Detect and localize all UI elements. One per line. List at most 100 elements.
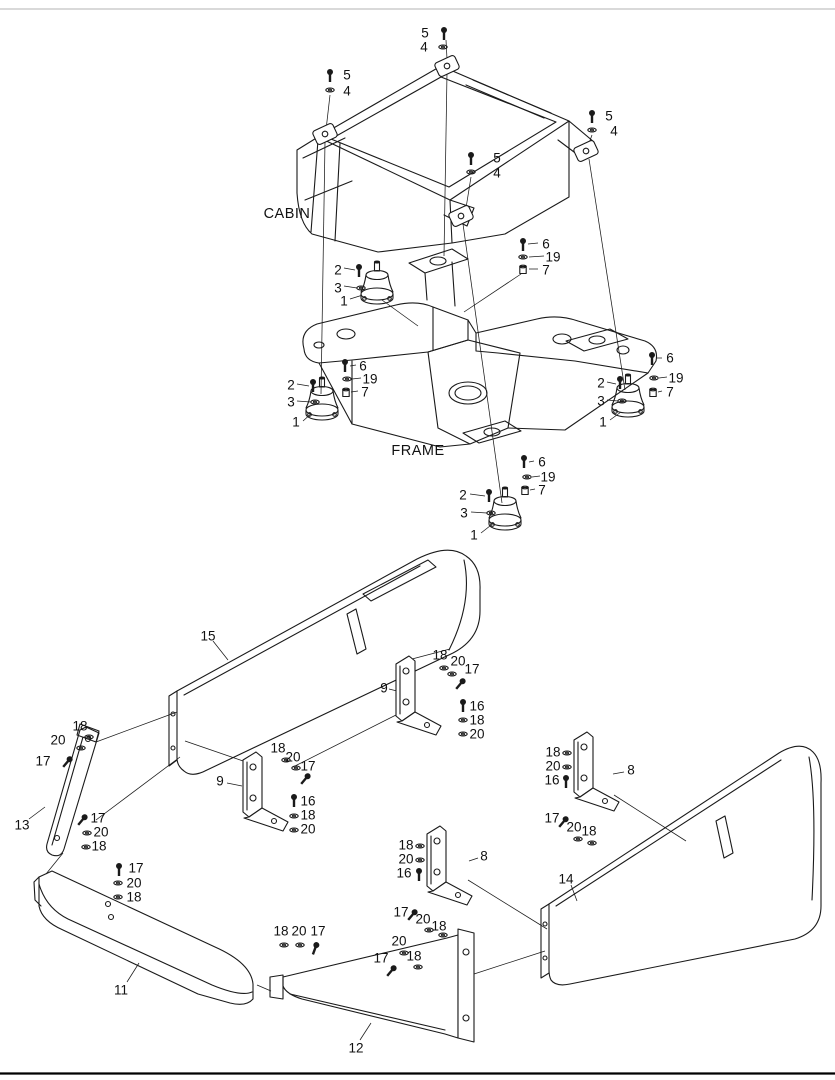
leader-line: [411, 648, 451, 660]
callout-7: 7: [361, 385, 369, 400]
washer-icon: [325, 87, 335, 93]
leader-line: [612, 771, 625, 775]
callout-20: 20: [566, 820, 581, 835]
callout-18: 18: [432, 648, 447, 663]
callout-14: 14: [558, 872, 574, 887]
leader-line: [95, 756, 181, 821]
callout-7: 7: [666, 385, 674, 400]
spacer-icon: [521, 485, 529, 496]
washer-icon: [415, 843, 425, 849]
bracket-13: [46, 723, 100, 857]
callout-16: 16: [396, 866, 411, 881]
mounts-layer: [305, 260, 645, 531]
washer-icon: [356, 285, 366, 291]
callout-12: 12: [348, 1041, 363, 1056]
washer-icon: [587, 127, 597, 133]
leader-line: [351, 377, 362, 380]
leader-line: [469, 493, 486, 497]
leader-line: [256, 984, 272, 992]
callout-17: 17: [300, 759, 315, 774]
callout-17: 17: [544, 811, 559, 826]
rubber-mount-part-1: [488, 486, 522, 531]
callout-6: 6: [542, 237, 550, 252]
bolt-icon: [75, 813, 89, 827]
callout-18: 18: [545, 745, 560, 760]
bolt-icon: [468, 152, 474, 165]
callout-6: 6: [538, 455, 546, 470]
washer-icon: [279, 942, 289, 948]
bracket-part-9: [242, 751, 289, 832]
washer-icon: [81, 844, 91, 850]
leader-line: [343, 285, 358, 289]
callout-16: 16: [544, 773, 559, 788]
callout-19: 19: [362, 372, 377, 387]
washer-icon: [291, 765, 301, 771]
bolt-icon: [520, 238, 526, 251]
leader-line: [527, 242, 539, 245]
callout-6: 6: [666, 351, 674, 366]
leader-line: [657, 390, 663, 393]
callout-20: 20: [545, 759, 560, 774]
washer-icon: [76, 745, 86, 751]
callouts-layer: 5454545423161976197231619723161972311591…: [14, 26, 683, 1056]
leader-line: [292, 713, 399, 768]
callout-18: 18: [300, 808, 315, 823]
callout-17: 17: [393, 905, 408, 920]
callout-2: 2: [597, 376, 605, 391]
callout-6: 6: [359, 359, 367, 374]
support-12: [269, 928, 475, 1043]
leader-line: [462, 223, 503, 504]
washer-icon: [310, 399, 320, 405]
callout-3: 3: [597, 394, 605, 409]
callout-11: 11: [114, 983, 128, 998]
callout-17: 17: [35, 754, 50, 769]
washer-icon: [438, 44, 448, 50]
frame-label: FRAME: [391, 443, 444, 459]
leader-line: [325, 94, 331, 131]
leader-line: [226, 782, 243, 787]
callout-19: 19: [540, 470, 555, 485]
panel-15: [168, 549, 481, 775]
leader-line: [320, 141, 326, 395]
washer-icon: [113, 880, 123, 886]
callout-2: 2: [459, 488, 467, 503]
bolt-icon: [486, 489, 492, 502]
washer-icon: [587, 840, 597, 846]
leader-line: [570, 884, 578, 902]
callout-20: 20: [93, 825, 108, 840]
leader-line: [445, 39, 448, 60]
washer-icon: [562, 750, 572, 756]
callout-19: 19: [668, 371, 683, 386]
leader-line: [296, 383, 310, 387]
cabin-assembly: [296, 65, 595, 253]
bolt-icon: [356, 264, 362, 277]
washer-icon: [439, 665, 449, 671]
spacer-icon: [342, 387, 350, 398]
callout-1: 1: [599, 415, 607, 430]
washer-icon: [415, 857, 425, 863]
callout-5: 5: [605, 109, 613, 124]
rubber-mount-part-1: [360, 260, 394, 305]
callout-20: 20: [291, 924, 306, 939]
washer-icon: [289, 813, 299, 819]
bolt-icon: [617, 376, 623, 389]
leader-line: [613, 794, 687, 842]
brackets-layer: [242, 655, 620, 906]
leader-line: [463, 273, 522, 313]
rubber-mount-part-1: [611, 373, 645, 418]
bolt-icon: [298, 772, 312, 786]
callout-18: 18: [406, 949, 421, 964]
bracket-part-9: [395, 655, 442, 736]
washer-icon: [458, 717, 468, 723]
callout-20: 20: [285, 750, 300, 765]
callout-5: 5: [493, 151, 501, 166]
leader-line: [588, 158, 626, 391]
leader-line: [28, 806, 46, 820]
washer-icon: [82, 830, 92, 836]
callout-18: 18: [91, 839, 106, 854]
washer-icon: [649, 375, 659, 381]
callout-4: 4: [493, 166, 501, 181]
leader-line: [126, 962, 140, 983]
leader-line: [470, 511, 488, 514]
callout-1: 1: [470, 528, 478, 543]
